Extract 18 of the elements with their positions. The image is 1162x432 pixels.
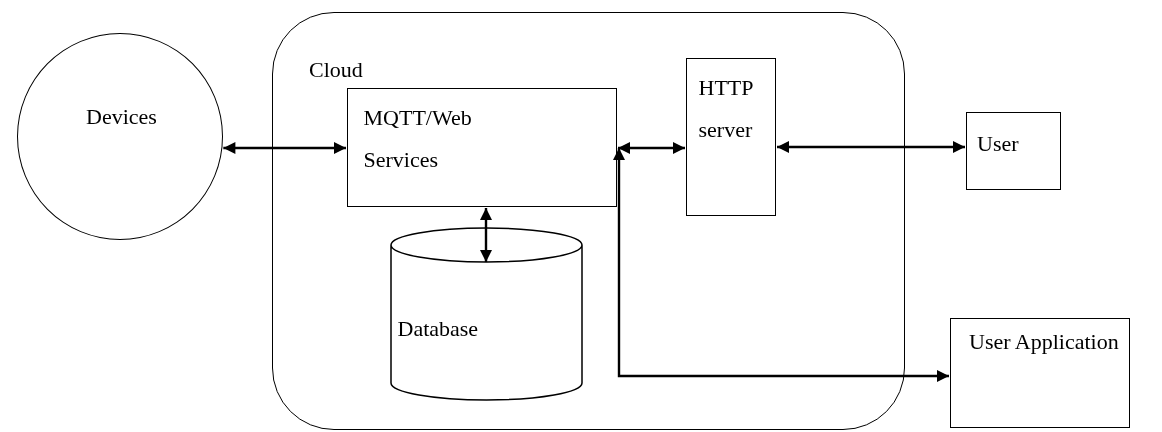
arrow [223, 142, 346, 154]
node-label: User [977, 130, 1019, 158]
node-label: MQTT/Web Services [363, 103, 473, 174]
arrow [613, 148, 949, 382]
node-label: Devices [86, 103, 157, 131]
node-label: Cloud [309, 56, 363, 84]
arrow [777, 141, 965, 153]
process-box [685, 57, 776, 216]
arrow [480, 208, 492, 262]
cloud-container [272, 12, 905, 430]
node-label: Database [397, 314, 479, 343]
arrow [618, 142, 685, 154]
process-box [966, 112, 1061, 190]
node-label: User Application [969, 328, 1119, 356]
node-label: HTTP server [698, 73, 754, 144]
database-cylinder [389, 227, 583, 400]
process-box [346, 87, 617, 207]
process-box [950, 318, 1130, 428]
